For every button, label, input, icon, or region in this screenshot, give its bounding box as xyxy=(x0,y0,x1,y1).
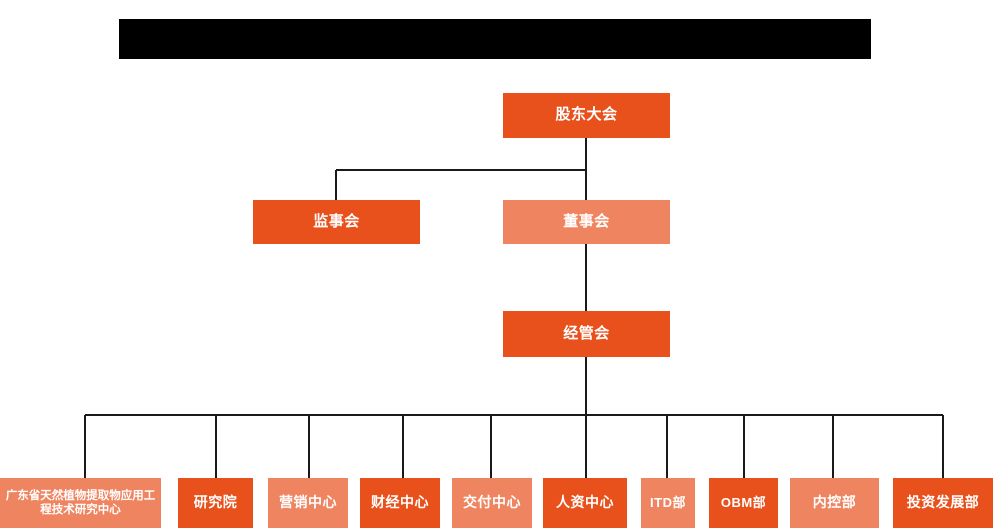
department-label-3: 财经中心 xyxy=(371,494,429,511)
department-box-1[interactable]: 研究院 xyxy=(178,478,253,528)
department-box-5[interactable]: 人资中心 xyxy=(543,478,627,528)
department-box-2[interactable]: 营销中心 xyxy=(268,478,348,528)
department-box-9[interactable]: 投资发展部 xyxy=(893,478,993,528)
department-box-7[interactable]: OBM部 xyxy=(709,478,778,528)
redacted-title-banner xyxy=(119,19,871,59)
node-board-of-supervisors-label: 监事会 xyxy=(313,212,360,230)
department-box-4[interactable]: 交付中心 xyxy=(452,478,532,528)
department-label-8: 内控部 xyxy=(812,494,857,511)
node-shareholders-meeting[interactable]: 股东大会 xyxy=(503,93,670,138)
department-label-2: 营销中心 xyxy=(279,494,337,511)
node-board-of-directors-label: 董事会 xyxy=(563,212,610,230)
node-board-of-directors[interactable]: 董事会 xyxy=(503,200,670,244)
department-box-0[interactable]: 广东省天然植物提取物应用工程技术研究中心 xyxy=(0,478,161,528)
department-label-4: 交付中心 xyxy=(463,494,521,511)
department-box-6[interactable]: ITD部 xyxy=(641,478,695,528)
department-label-6: ITD部 xyxy=(650,495,686,511)
department-box-3[interactable]: 财经中心 xyxy=(360,478,440,528)
node-board-of-supervisors[interactable]: 监事会 xyxy=(253,200,420,244)
department-box-8[interactable]: 内控部 xyxy=(790,478,879,528)
node-shareholders-meeting-label: 股东大会 xyxy=(555,106,618,124)
department-label-9: 投资发展部 xyxy=(906,494,980,511)
department-label-5: 人资中心 xyxy=(556,494,614,511)
node-management-committee[interactable]: 经管会 xyxy=(503,311,670,357)
department-label-0: 广东省天然植物提取物应用工程技术研究中心 xyxy=(5,489,156,516)
department-label-7: OBM部 xyxy=(720,495,767,511)
department-label-1: 研究院 xyxy=(193,494,238,511)
node-management-committee-label: 经管会 xyxy=(563,324,610,342)
